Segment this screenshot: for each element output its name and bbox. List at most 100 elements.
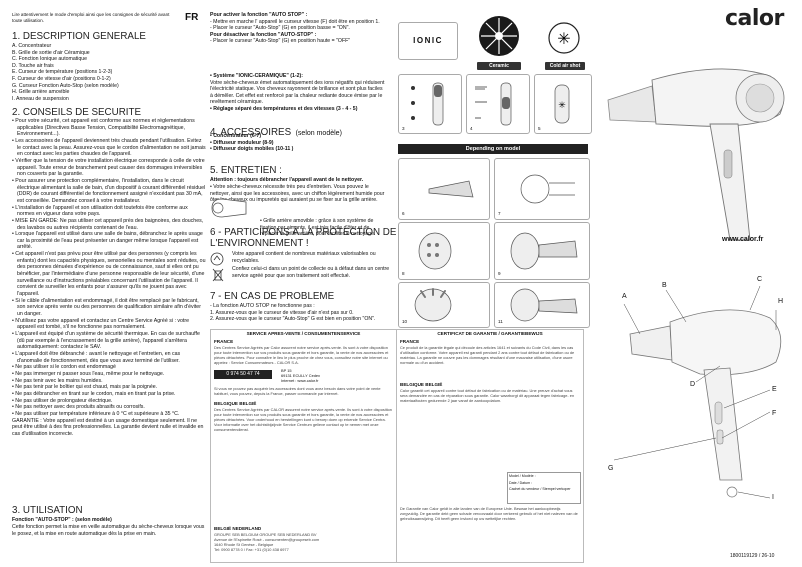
after-sales-body-2: Si vous ne pouvez pas acquérir les acces… (214, 386, 381, 396)
safety-item: • Ne pas utiliser de prolongateur électr… (12, 397, 113, 404)
description-item: C. Fonction Ionique automatique (12, 56, 87, 63)
warranty-france-body: Ce produit de la garantie légale qui déc… (400, 345, 575, 365)
ionic-panel: IONIC (398, 22, 458, 60)
safety-item: • Ne pas tenir avec les mains humides. (12, 377, 103, 384)
safety-list: • Pour votre sécurité, cet appareil est … (12, 118, 206, 438)
safety-item: • Ne pas utiliser par température inféri… (12, 410, 180, 417)
description-item: E. Curseur de température (positions 1-2… (12, 69, 113, 76)
belgium-body: Des Centres Service Agréés par CALOR ass… (214, 407, 392, 432)
intro-text: Lire attentivement le mode d'emploi ains… (12, 12, 170, 23)
figure-number: 4 (470, 126, 473, 131)
label-f: F (772, 410, 777, 417)
safety-item: • Ne pas nettoyer avec des produits abra… (12, 404, 145, 411)
depending-banner: Depending on model (398, 144, 588, 154)
after-sales-column: SERVICE APRES-VENTE / CONSUMENTENSERVICE… (211, 330, 397, 562)
belgium-label-2: BELGIQUE BELGIË (400, 382, 443, 387)
seller-stamp-box: Model / Modèle : Date / Datum : Cachet d… (507, 472, 581, 504)
cold-air-label: Cold air shot (545, 62, 585, 70)
label-h: H (778, 298, 784, 305)
belgium-label: BELGIQUE BELGIË (214, 401, 257, 406)
description-item: A. Concentrateur (12, 43, 52, 49)
section-6-title: 6 - PARTICIPONS À LA PROTECTION DE L'ENV… (210, 227, 397, 249)
figure-10: 10 (398, 282, 490, 328)
safety-item: • Ne pas immerger ni passer sous l'eau, … (12, 370, 165, 377)
safety-item: • Cet appareil n'est pas prévu pour être… (12, 251, 206, 298)
maintenance-text: • Votre sèche-cheveux nécessite très peu… (210, 184, 385, 204)
description-item: G. Curseur Fonction Auto-Stop (selon mod… (12, 82, 119, 89)
description-item: I. Anneau de suspension (12, 95, 69, 102)
safety-item: • Pour assurer une protection complément… (12, 177, 206, 204)
problem-list: - La fonction AUTO STOP ne fonctionne pa… (210, 303, 376, 323)
description-list: A. Concentrateur B. Grille de sortie d'a… (12, 43, 202, 102)
label-g: G (608, 465, 614, 472)
figure-7: 7 (494, 158, 590, 220)
netherlands-body: GROUPE SEB BELGIUM GROUPE SEB NEDERLAND … (214, 532, 320, 552)
section-2-title: 2. CONSEILS DE SECURITE (12, 107, 142, 118)
safety-item: • Pour votre sécurité, cet appareil est … (12, 118, 195, 138)
autostop-subtitle: Fonction "AUTO-STOP" : (selon modèle) (12, 517, 112, 523)
hairdryer-cleaning-illustration (211, 198, 247, 218)
france-label-2: FRANCE (400, 339, 420, 344)
section-5-title: 5. ENTRETIEN : (210, 165, 282, 176)
temperature-switch-figure (398, 74, 462, 134)
safety-item: • L'appareil doit être débranché : avant… (12, 350, 181, 364)
svg-text:✳: ✳ (557, 29, 570, 48)
document-code: 1800119129 / 26-10 (730, 553, 775, 559)
service-warranty-panel: SERVICE APRES-VENTE / CONSUMENTENSERVICE… (210, 329, 584, 563)
after-sales-title: SERVICE APRES-VENTE / CONSUMENTENSERVICE (246, 331, 361, 336)
safety-item: • L'installation de l'appareil et son ut… (12, 204, 188, 218)
figure-11: 11 (494, 282, 590, 328)
description-item: D. Touche air frais (12, 62, 54, 69)
hairdryer-main-illustration (600, 40, 796, 254)
safety-item: • Ne pas débrancher en tirant sur le cor… (12, 390, 176, 397)
ceramic-grid-icon (477, 14, 521, 60)
figure-6: 6 (398, 158, 490, 220)
safety-item: • Les accessoires de l'appareil devienne… (12, 137, 206, 158)
section-7-title: 7 - EN CAS DE PROBLEME (210, 291, 335, 302)
safety-item: • L'appareil est équipé d'un système de … (12, 331, 200, 351)
ionic-label: IONIC (413, 36, 443, 45)
safety-item: • Lorsque l'appareil est utilisé dans un… (12, 231, 203, 251)
autostop-text: Cette fonction permet la mise en veille … (12, 524, 205, 537)
bin-crossed-icon (212, 268, 224, 282)
svg-text:✳: ✳ (558, 101, 566, 111)
description-item: B. Grille de sortie d'air Céramique (12, 49, 90, 56)
rear-grid-text: • Grille arrière amovible : grâce à son … (260, 218, 376, 238)
language-code: FR (185, 12, 199, 23)
section-3-title: 3. UTILISATION (12, 505, 83, 516)
address-block: BP 15 69131 ECULLY Cedex Internet : www.… (281, 368, 321, 383)
france-label: FRANCE (214, 339, 234, 344)
figure-9: 9 (494, 222, 590, 280)
website-url: www.calor.fr (722, 236, 764, 243)
section-4-title: 4. ACCESSOIRES (selon modèle) (210, 127, 342, 138)
netherlands-label: BELGIË NEDERLAND (214, 526, 262, 531)
cold-shot-button-figure: ✳ (534, 74, 592, 134)
warranty-title: CERTIFICAT DE GARANTIE / GARANTIEBEWIJS (437, 331, 543, 336)
after-sales-body: Des Centres Service Agréés par Calor ass… (214, 345, 389, 365)
label-b: B (662, 282, 667, 289)
figure-number: 5 (538, 126, 541, 131)
accessories-list: • Concentrateur (6-7) • Diffuseur module… (210, 133, 294, 153)
safety-item: • Si le câble d'alimentation est endomma… (12, 297, 201, 318)
label-e: E (772, 386, 777, 393)
guarantee-text: GARANTIE : Votre appareil est destiné à … (12, 417, 204, 437)
description-item: F. Curseur de vitesse d'air (positions 0… (12, 75, 111, 82)
safety-item: • Ne pas tenir par le boîtier qui est ch… (12, 384, 158, 391)
recycle-icon (210, 252, 224, 266)
environment-text-2: Confiez celui-ci dans un point de collec… (232, 266, 390, 279)
figure-number: 3 (402, 126, 405, 131)
labeled-parts-diagram (600, 270, 796, 540)
label-i: I (772, 494, 774, 501)
figure-8: 8 (398, 222, 490, 280)
safety-item: • Vérifier que la tension de votre insta… (12, 157, 205, 178)
safety-item: • MISE EN GARDE: Ne pas utiliser cet app… (12, 217, 204, 231)
label-c: C (757, 276, 763, 283)
brand-logo: calor (725, 6, 784, 31)
section-1-title: 1. DESCRIPTION GENERALE (12, 31, 146, 42)
description-item: H. Grille arrière amovible (12, 89, 70, 96)
label-a: A (622, 293, 627, 300)
maintenance-warning: Attention : toujours débrancher l'appare… (210, 177, 364, 183)
autostop-instructions: Pour activer la fonction "AUTO STOP" : -… (210, 12, 380, 45)
warranty-belgium-body: Calor garantit cet appareil contre tout … (400, 388, 575, 403)
safety-item: • N'utilisez pas votre appareil et conta… (12, 317, 190, 331)
